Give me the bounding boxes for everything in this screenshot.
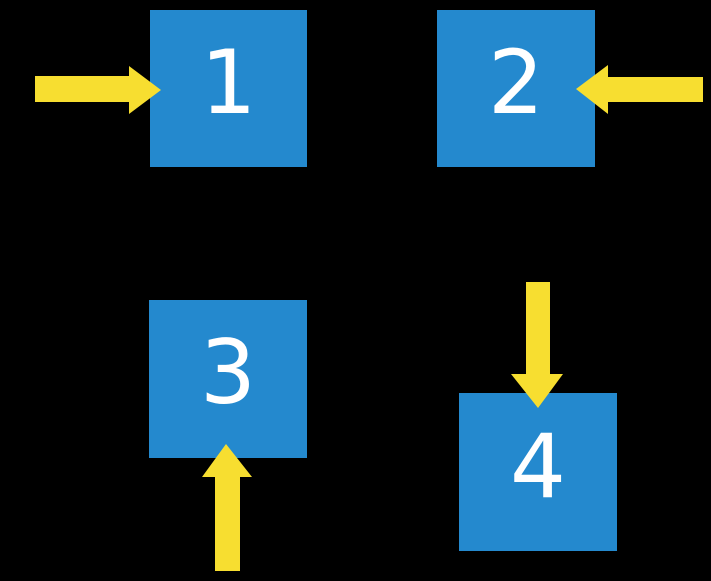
node-label-1: 1 [200,31,257,134]
arrow-down-icon [511,282,563,408]
node-box-1[interactable]: 1 [150,10,307,167]
node-label-2: 2 [488,31,544,134]
arrow-left-icon [576,65,703,114]
node-box-4[interactable]: 4 [459,393,617,551]
node-box-2[interactable]: 2 [437,10,595,167]
node-box-3[interactable]: 3 [149,300,307,458]
node-label-4: 4 [510,415,566,518]
arrow-up-icon [202,444,252,571]
node-label-3: 3 [200,321,256,424]
arrow-right-icon [35,66,161,114]
